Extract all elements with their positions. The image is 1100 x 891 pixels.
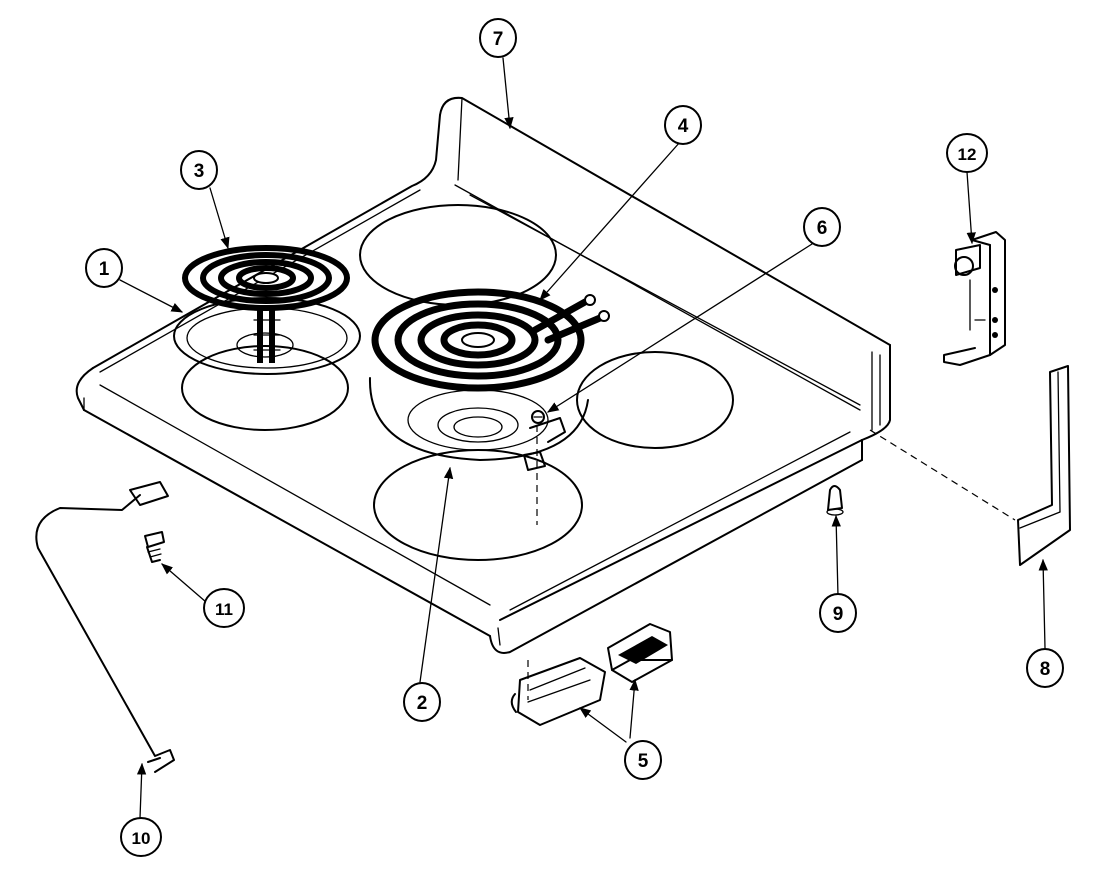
screw [144,531,165,563]
callout-6: 6 [803,207,841,247]
callout-9: 9 [819,593,857,633]
retaining-clip [826,485,844,516]
hinge-bracket [943,231,1006,366]
leader-lines [119,57,1048,819]
callout-3-label: 3 [194,161,205,182]
callout-8-label: 8 [1040,659,1051,680]
callout-10-label: 10 [132,829,151,848]
terminal-block [523,410,566,525]
callout-9-label: 9 [833,604,844,625]
callout-7: 7 [479,18,517,58]
callout-10: 10 [120,817,162,857]
burner-openings [181,204,734,561]
callout-4: 4 [664,105,702,145]
callout-6-label: 6 [817,218,828,239]
callout-11-label: 11 [215,600,233,619]
side-trim [869,365,1071,566]
callout-7-label: 7 [493,29,504,50]
callout-11: 11 [203,588,245,628]
callout-3: 3 [180,150,218,190]
callout-1: 1 [85,248,123,288]
support-rod [35,481,175,773]
callout-2: 2 [403,682,441,722]
infinite-switch-and-knob [510,623,673,726]
callout-12: 12 [946,133,988,173]
callout-4-label: 4 [678,116,689,137]
callout-2-label: 2 [417,693,428,714]
callout-5: 5 [624,740,662,780]
coil-element-left [182,245,350,363]
callout-1-label: 1 [99,259,110,280]
coil-element-right [371,288,610,392]
callout-12-label: 12 [958,145,977,164]
callout-8: 8 [1026,648,1064,688]
callout-5-label: 5 [638,751,649,772]
